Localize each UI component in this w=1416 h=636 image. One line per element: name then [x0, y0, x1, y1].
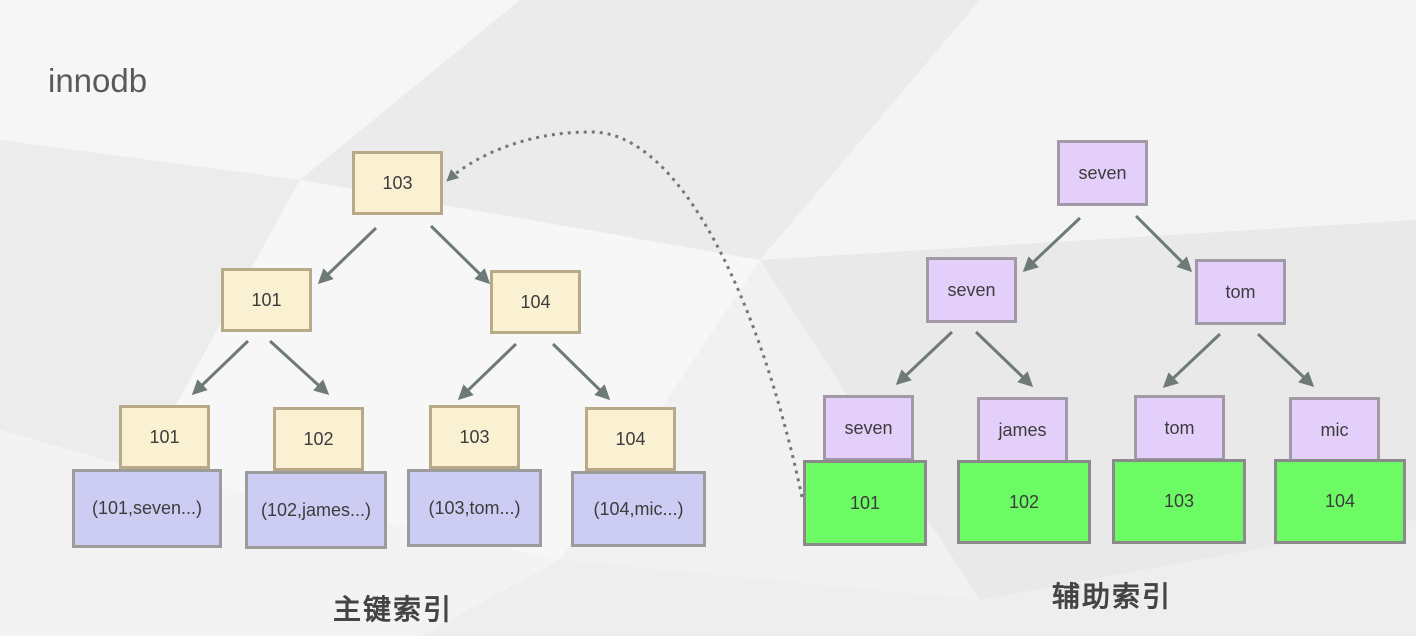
- edge-arrow: [429, 224, 491, 285]
- secondary-index-caption: 辅助索引: [1052, 580, 1173, 613]
- edge-arrow: [895, 330, 954, 386]
- primary-level2-node: 101: [221, 268, 312, 332]
- secondary-leaf-pk: 102: [957, 460, 1091, 544]
- primary-level2-node: 104: [490, 270, 581, 334]
- primary-leaf-key: 102: [273, 407, 364, 471]
- edge-arrow: [1162, 332, 1222, 389]
- secondary-leaf-pk: 104: [1274, 459, 1406, 544]
- edge-arrow: [457, 342, 518, 401]
- primary-leaf-row: (103,tom...): [407, 469, 542, 547]
- primary-leaf-key: 104: [585, 407, 676, 471]
- primary-leaf-row: (101,seven...): [72, 469, 222, 548]
- primary-leaf-row: (104,mic...): [571, 471, 706, 547]
- secondary-leaf-key: tom: [1134, 395, 1225, 461]
- primary-root-node: 103: [352, 151, 443, 215]
- page-title: innodb: [48, 62, 148, 99]
- edge-arrow: [191, 339, 250, 396]
- edge-arrow: [1134, 214, 1193, 273]
- secondary-leaf-key: mic: [1289, 397, 1380, 463]
- edge-arrow: [1022, 216, 1082, 273]
- secondary-leaf-key: seven: [823, 395, 914, 461]
- edge-arrow: [317, 226, 378, 285]
- secondary-level2-node: tom: [1195, 259, 1286, 325]
- lookup-arrow: [446, 130, 804, 498]
- secondary-level2-node: seven: [926, 257, 1017, 323]
- secondary-leaf-pk: 103: [1112, 459, 1246, 544]
- primary-index-caption: 主键索引: [333, 593, 454, 626]
- secondary-leaf-key: james: [977, 397, 1068, 463]
- primary-leaf-key: 103: [429, 405, 520, 469]
- primary-leaf-row: (102,james...): [245, 471, 387, 549]
- secondary-root-node: seven: [1057, 140, 1148, 206]
- edge-arrow: [551, 342, 611, 401]
- primary-leaf-key: 101: [119, 405, 210, 469]
- secondary-leaf-pk: 101: [803, 460, 927, 546]
- edge-arrow: [268, 339, 330, 396]
- edge-arrow: [974, 330, 1034, 388]
- edge-arrow: [1256, 332, 1315, 388]
